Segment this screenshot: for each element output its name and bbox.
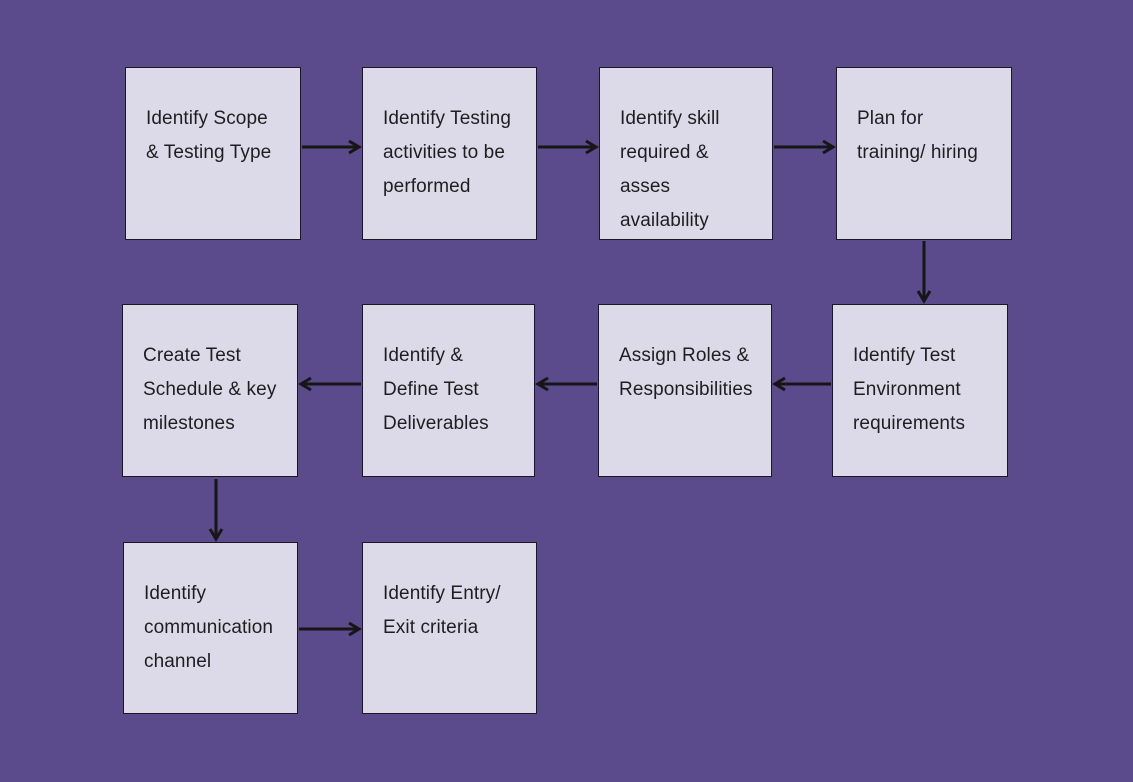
- node-label: Identify & Define Test Deliverables: [383, 345, 489, 434]
- node-label: Identify Testing activities to be perfor…: [383, 108, 511, 197]
- node-identify-scope-testing-type: Identify Scope & Testing Type: [125, 67, 301, 240]
- node-assign-roles-responsibilities: Assign Roles & Responsibilities: [598, 304, 772, 477]
- node-label: Create Test Schedule & key milestones: [143, 345, 277, 434]
- node-label: Identify skill required & asses availabi…: [620, 108, 720, 231]
- node-label: Identify Test Environment requirements: [853, 345, 966, 434]
- node-plan-for-training-hiring: Plan for training/ hiring: [836, 67, 1012, 240]
- node-identify-testing-activities: Identify Testing activities to be perfor…: [362, 67, 537, 240]
- node-label: Plan for training/ hiring: [857, 108, 978, 163]
- node-create-test-schedule: Create Test Schedule & key milestones: [122, 304, 298, 477]
- node-label: Identify communication channel: [144, 583, 274, 672]
- node-label: Identify Scope & Testing Type: [146, 108, 272, 163]
- node-identify-test-environment: Identify Test Environment requirements: [832, 304, 1008, 477]
- node-identify-entry-exit-criteria: Identify Entry/ Exit criteria: [362, 542, 537, 714]
- node-identify-define-test-deliverables: Identify & Define Test Deliverables: [362, 304, 535, 477]
- node-label: Identify Entry/ Exit criteria: [383, 583, 501, 638]
- node-identify-communication-channel: Identify communication channel: [123, 542, 298, 714]
- node-identify-skill-required: Identify skill required & asses availabi…: [599, 67, 773, 240]
- node-label: Assign Roles & Responsibilities: [619, 345, 753, 400]
